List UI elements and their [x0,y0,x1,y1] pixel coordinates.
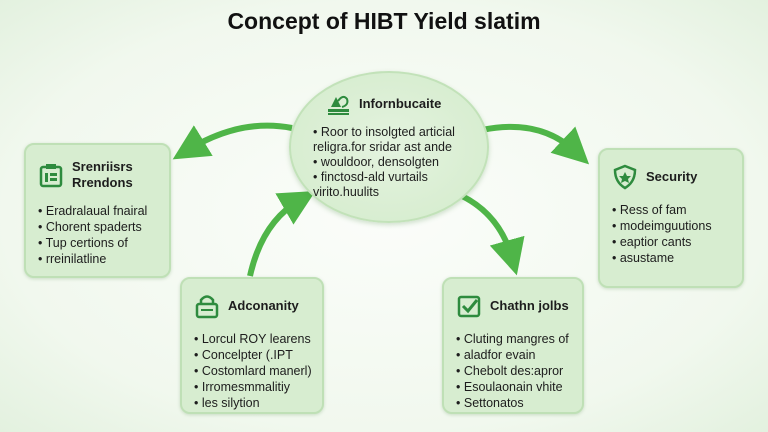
arrow-to-left-box [172,122,293,160]
list-item: Cluting mangres of [456,331,572,347]
list-item: asustame [612,250,732,266]
list-item: Eradralaual fnairal [38,203,159,219]
box-heading: Security [646,169,698,184]
box-heading: Chathn jolbs [490,298,569,313]
box-srenriisrs: Srenriisrs Rrendons Eradralaual fnairal … [24,143,171,278]
list-item: aladfor evain [456,347,572,363]
shield-icon [613,164,637,190]
list-item: Settonatos [456,395,572,411]
list-item: Irromesmmalitiy [194,379,312,395]
list-item: les silytion [194,395,312,411]
list-item: eaptior cants [612,234,732,250]
lock-icon [195,295,219,319]
center-line: • wouldoor, densolgten [313,155,439,169]
box-heading: Srenriisrs Rrendons [72,159,133,190]
diagram-title: Concept of HIBT Yield slatim [227,8,541,34]
list-item: Tup certions of [38,235,159,251]
list-item: Costomlard manerl) [194,363,312,379]
list-item: Esoulaonain vhite [456,379,572,395]
arrow-to-center-from-adconanity [247,190,316,277]
list-item: Ress of fam [612,202,732,218]
arrow-to-security [481,123,590,165]
center-line: • Roor to insolgted articial [313,125,455,139]
list-item: Lorcul ROY learens [194,331,312,347]
center-line: • finctosd-ald vurtails [313,170,428,184]
box-heading: Adconanity [228,298,299,313]
center-heading: Infornbucaite [359,96,442,111]
document-icon [39,164,63,188]
box-chathn-jolbs: Chathn jolbs Cluting mangres of aladfor … [442,277,584,414]
box-adconanity: Adconanity Lorcul ROY learens Concelpter… [180,277,324,414]
list-item: Chorent spaderts [38,219,159,235]
list-item: Chebolt des:apror [456,363,572,379]
arrow-to-chathn [460,193,525,276]
list-item: modeimguutions [612,218,732,234]
checkbox-icon [457,295,481,318]
box-security: Security Ress of fam modeimguutions eapt… [598,148,744,288]
center-node: Infornbucaite • Roor to insolgted artici… [289,71,489,223]
list-item: Concelpter (.IPT [194,347,312,363]
center-line: religra.for sridar ast ande [313,140,452,154]
center-line: virito.huulits [313,185,379,199]
leaf-book-icon [328,95,349,115]
list-item: rreinilatline [38,251,159,267]
